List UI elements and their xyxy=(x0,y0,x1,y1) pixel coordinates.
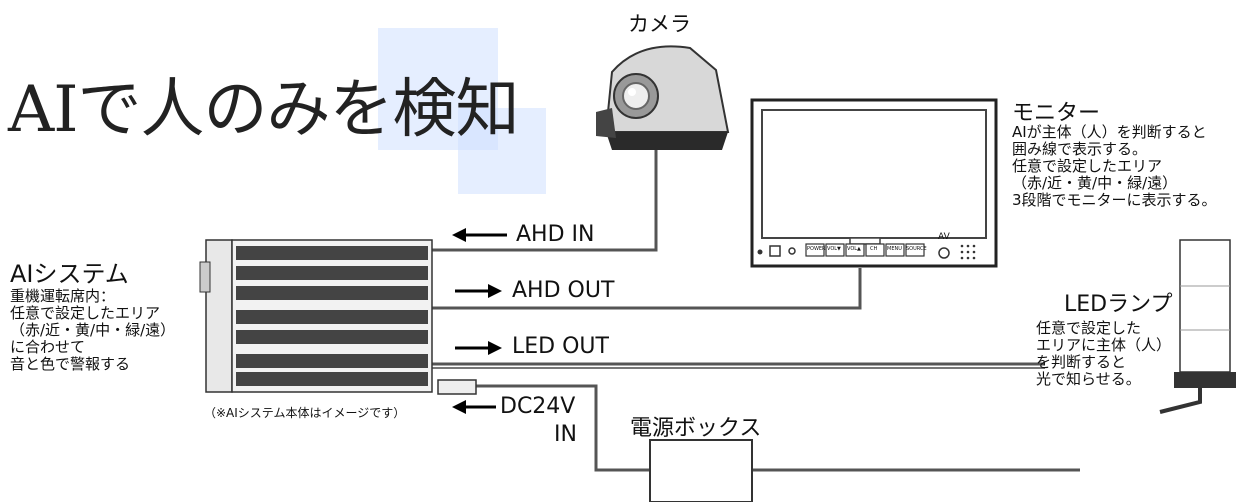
monitor-av-label: AV xyxy=(938,232,950,242)
camera-device xyxy=(596,45,730,150)
monitor-button-power: POWER xyxy=(807,246,826,252)
camera-label: カメラ xyxy=(628,12,691,36)
decor-square-2 xyxy=(458,108,546,194)
led-lamp-label: LEDランプ xyxy=(1064,292,1173,317)
page-title: AIで人のみを検知 xyxy=(8,73,519,147)
signal-led-out: LED OUT xyxy=(512,334,609,359)
monitor-description: AIが主体（人）を判断すると 囲み線で表示する。 任意で設定したエリア （赤/近… xyxy=(1012,123,1217,209)
monitor-button-vol-up: VOL▲ xyxy=(847,246,861,252)
monitor-button-vol-down: VOL▼ xyxy=(827,246,841,252)
monitor-device xyxy=(750,98,998,268)
monitor-button-source: SOURCE xyxy=(906,246,927,252)
signal-dc24v: DC24V xyxy=(500,394,576,419)
signal-ahd-in: AHD IN xyxy=(516,222,595,247)
ai-system-note: （※AIシステム本体はイメージです） xyxy=(204,406,406,420)
ai-system-label: AIシステム xyxy=(10,260,129,288)
signal-ahd-out: AHD OUT xyxy=(512,278,615,303)
power-box xyxy=(649,439,753,502)
wire-camera-to-ai xyxy=(432,150,658,252)
power-box-label: 電源ボックス xyxy=(630,416,762,441)
monitor-button-menu: MENU xyxy=(887,246,902,252)
led-lamp-device xyxy=(1159,239,1236,414)
wire-ai-to-monitor xyxy=(432,268,862,310)
signal-dc24v-in: IN xyxy=(554,422,577,447)
ai-system-description: 重機運転席内： 任意で設定したエリア （赤/近・黄/中・緑/遠） に合わせて 音… xyxy=(10,287,176,373)
monitor-button-ch: CH xyxy=(870,246,878,252)
monitor-label: モニター xyxy=(1012,101,1101,126)
ai-system-device xyxy=(199,239,477,395)
wire-dc24v xyxy=(475,384,650,472)
led-lamp-description: 任意で設定した エリアに主体（人） を判断すると 光で知らせる。 xyxy=(1036,319,1172,388)
